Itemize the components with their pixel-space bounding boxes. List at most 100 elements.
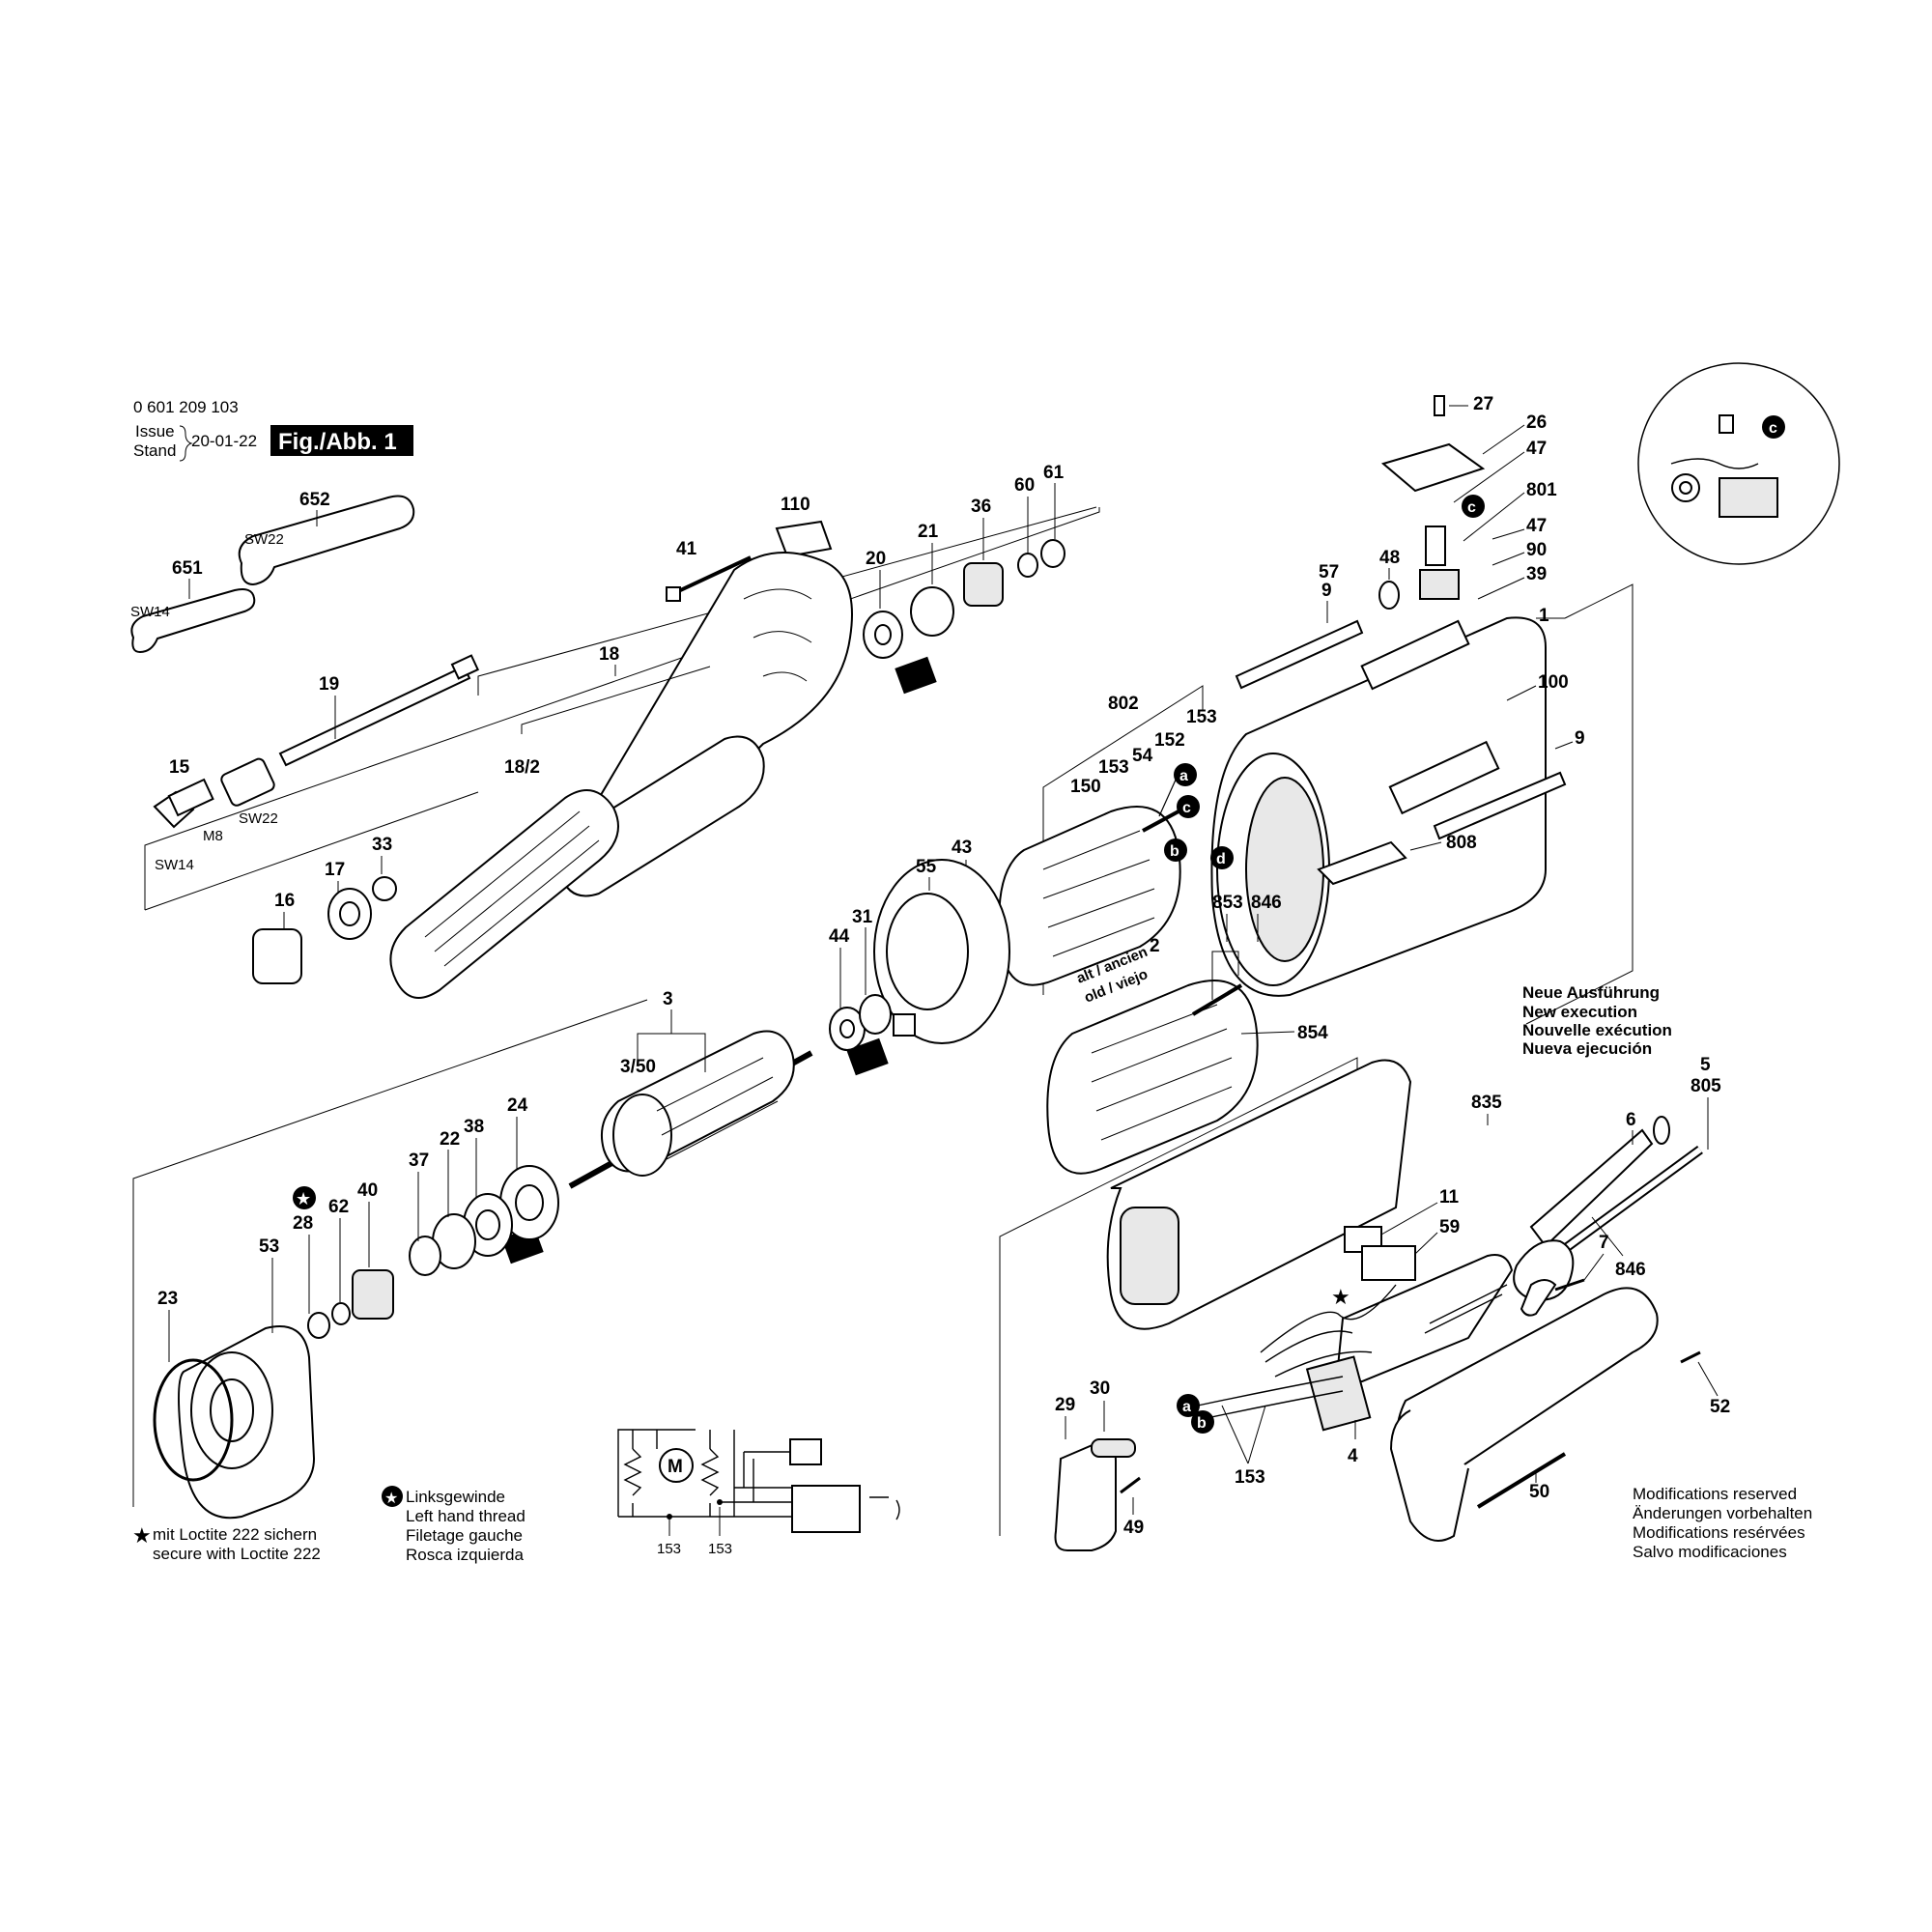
left-thread-en: Left hand thread [406, 1507, 526, 1525]
label-853: 853 [1212, 893, 1243, 913]
nut-28 [307, 1312, 330, 1339]
label-1: 1 [1539, 606, 1549, 626]
label-52: 52 [1710, 1397, 1730, 1417]
wrench-652 [238, 495, 415, 586]
marker-b-lower [1191, 1410, 1214, 1434]
label-plate-110 [775, 520, 833, 558]
marker-c-detail [1762, 415, 1785, 439]
label-m8: M8 [203, 828, 223, 844]
modifications-note: Modifications reserved Änderungen vorbeh… [1633, 1485, 1812, 1561]
label-33: 33 [372, 835, 392, 855]
label-651: 651 [172, 558, 203, 579]
part-number: 0 601 209 103 [133, 398, 239, 416]
field-old-2 [1046, 980, 1259, 1175]
collet-22 [220, 757, 275, 807]
label-41: 41 [676, 539, 697, 559]
label-4: 4 [1348, 1446, 1358, 1466]
suppressor-59 [1361, 1245, 1416, 1281]
label-150: 150 [1070, 777, 1101, 797]
brush-holder-39 [1419, 569, 1460, 600]
label-18-2: 18/2 [504, 757, 540, 778]
label-3: 3 [663, 989, 673, 1009]
label-61: 61 [1043, 463, 1065, 483]
nut-16 [252, 928, 302, 984]
brush-holder-48 [1378, 581, 1400, 610]
schematic-label-153a: 153 [657, 1541, 681, 1557]
label-835: 835 [1471, 1093, 1502, 1113]
svg-text:b: b [1170, 843, 1179, 860]
new-execution-note: Neue Ausführung New execution Nouvelle e… [1522, 983, 1672, 1058]
label-36: 36 [971, 497, 991, 517]
label-62: 62 [328, 1197, 349, 1217]
label-846b: 846 [1615, 1260, 1646, 1280]
handle-half [1389, 1287, 1659, 1542]
svg-text:a: a [1182, 1399, 1191, 1415]
cable-sleeve-6 [1529, 1128, 1654, 1248]
label-sw22a: SW22 [244, 531, 284, 548]
label-17: 17 [325, 860, 345, 880]
label-24: 24 [507, 1095, 528, 1116]
label-49: 49 [1123, 1518, 1144, 1538]
marker-a [1174, 763, 1197, 786]
cover-26 [1380, 442, 1486, 493]
loctite-de: mit Loctite 222 sichern [153, 1525, 317, 1544]
label-90: 90 [1526, 540, 1547, 560]
label-28: 28 [293, 1213, 313, 1234]
label-152: 152 [1154, 730, 1185, 751]
label-29: 29 [1055, 1395, 1075, 1415]
label-22: 22 [440, 1129, 460, 1150]
label-55: 55 [916, 857, 937, 877]
screw-27 [1434, 395, 1445, 416]
star-icon: ★ [1331, 1285, 1350, 1309]
washer-62 [331, 1302, 351, 1325]
label-18: 18 [599, 644, 619, 665]
figure-label-box [270, 425, 413, 456]
circuit-schematic: M [617, 1429, 900, 1533]
label-19: 19 [319, 674, 339, 695]
modifications-en: Modifications reserved [1633, 1485, 1797, 1503]
svg-text:c: c [1769, 420, 1777, 437]
clamp-7 [1520, 1279, 1557, 1317]
label-26: 26 [1526, 412, 1547, 433]
left-thread-fr: Filetage gauche [406, 1526, 523, 1545]
loctite-en: secure with Loctite 222 [153, 1545, 321, 1563]
star-icon: ★ [132, 1523, 152, 1548]
label-2: 2 [1150, 936, 1160, 956]
figure-label: Fig./Abb. 1 [278, 429, 397, 455]
left-thread-icon: ★ [382, 1486, 403, 1507]
label-7: 7 [1599, 1233, 1609, 1253]
label-38: 38 [464, 1117, 484, 1137]
sleeve-21 [910, 586, 954, 637]
svg-text:c: c [1182, 800, 1191, 816]
label-sw14a: SW14 [130, 604, 170, 620]
label-9b: 9 [1575, 728, 1585, 749]
label-805: 805 [1690, 1076, 1721, 1096]
label-5: 5 [1700, 1055, 1711, 1075]
switch-4 [1305, 1254, 1514, 1432]
svg-text:d: d [1216, 851, 1226, 867]
air-guide-55 [873, 859, 1010, 1044]
spindle-19 [278, 654, 480, 767]
strip-9 [1433, 771, 1567, 840]
label-27: 27 [1473, 394, 1493, 414]
label-100: 100 [1538, 672, 1569, 693]
strip-57 [1235, 619, 1364, 690]
grip-cover [389, 789, 619, 999]
marker-c [1177, 795, 1200, 818]
label-50: 50 [1529, 1482, 1549, 1502]
grease-icon [895, 656, 937, 695]
label-43: 43 [952, 838, 972, 858]
motor-label: M [668, 1457, 683, 1477]
screw-49 [1120, 1476, 1141, 1494]
label-20: 20 [866, 549, 886, 569]
label-21: 21 [918, 522, 939, 542]
stand-label: Stand [133, 441, 176, 460]
screw-50 [1476, 1452, 1567, 1509]
label-854: 854 [1297, 1023, 1328, 1043]
label-30: 30 [1090, 1378, 1110, 1399]
label-110: 110 [781, 495, 810, 515]
o-ring-23 [153, 1358, 234, 1482]
armature-3 [568, 1030, 813, 1189]
plate-808 [1317, 840, 1407, 886]
modifications-es: Salvo modificaciones [1633, 1543, 1787, 1561]
